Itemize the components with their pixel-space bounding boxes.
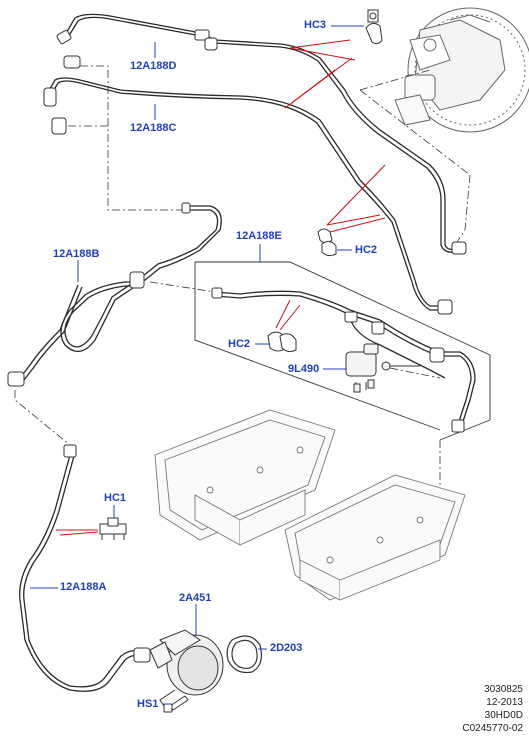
pipe-12A188A bbox=[19, 454, 141, 692]
reference-codes: 3030825 12-2013 30HD0D C0245770-02 bbox=[462, 683, 523, 735]
pipe-12A188B bbox=[19, 205, 222, 381]
clip-HC3 bbox=[365, 9, 383, 45]
pipe-12A188A-fittings bbox=[63, 444, 151, 663]
booster-outline bbox=[359, 69, 471, 246]
label-2A451: 2A451 bbox=[179, 592, 212, 604]
pipe-12A188C bbox=[47, 77, 448, 311]
label-12A188E: 12A188E bbox=[236, 230, 282, 242]
bolt-HS1 bbox=[163, 695, 189, 713]
label-9L490: 9L490 bbox=[288, 363, 320, 375]
label-12A188C: 12A188C bbox=[130, 122, 177, 134]
pipe-12A188B-fittings bbox=[7, 202, 191, 387]
leader-dashes-mid bbox=[14, 281, 216, 446]
callout-leaders bbox=[30, 25, 364, 705]
clip-HC2-lower bbox=[267, 331, 297, 353]
red-arrows bbox=[56, 39, 386, 536]
clip-HC1 bbox=[99, 517, 127, 540]
brake-booster bbox=[394, 7, 529, 133]
region-box-12A188E bbox=[194, 261, 491, 441]
label-HC2-upper: HC2 bbox=[355, 244, 378, 256]
ref-code-1: 3030825 bbox=[484, 684, 523, 695]
label-12A188A: 12A188A bbox=[60, 581, 107, 593]
valve-9L490 bbox=[345, 343, 420, 393]
engine-cover-lower bbox=[284, 474, 466, 601]
leader-dashes-upper bbox=[68, 65, 185, 211]
vacuum-pump-2A451 bbox=[149, 629, 224, 713]
label-12A188D: 12A188D bbox=[130, 60, 177, 72]
clip-HC2-upper bbox=[317, 228, 337, 257]
label-HC3: HC3 bbox=[304, 19, 327, 31]
upper-fittings bbox=[43, 29, 467, 315]
ref-code-4: C0245770-02 bbox=[462, 723, 523, 734]
gasket-2D203 bbox=[226, 635, 262, 674]
label-HS1: HS1 bbox=[137, 698, 159, 710]
leader-dashes-valve bbox=[389, 367, 441, 490]
ref-code-3: 30HD0D bbox=[484, 710, 523, 721]
label-HC2-lower: HC2 bbox=[228, 338, 251, 350]
ref-code-2: 12-2013 bbox=[486, 697, 523, 708]
label-HC1: HC1 bbox=[104, 492, 127, 504]
pipe-12A188E-fittings bbox=[211, 287, 465, 433]
label-12A188B: 12A188B bbox=[53, 248, 100, 260]
pipe-12A188D bbox=[61, 13, 459, 253]
label-2D203: 2D203 bbox=[270, 642, 303, 654]
engine-cover-upper bbox=[154, 409, 336, 546]
